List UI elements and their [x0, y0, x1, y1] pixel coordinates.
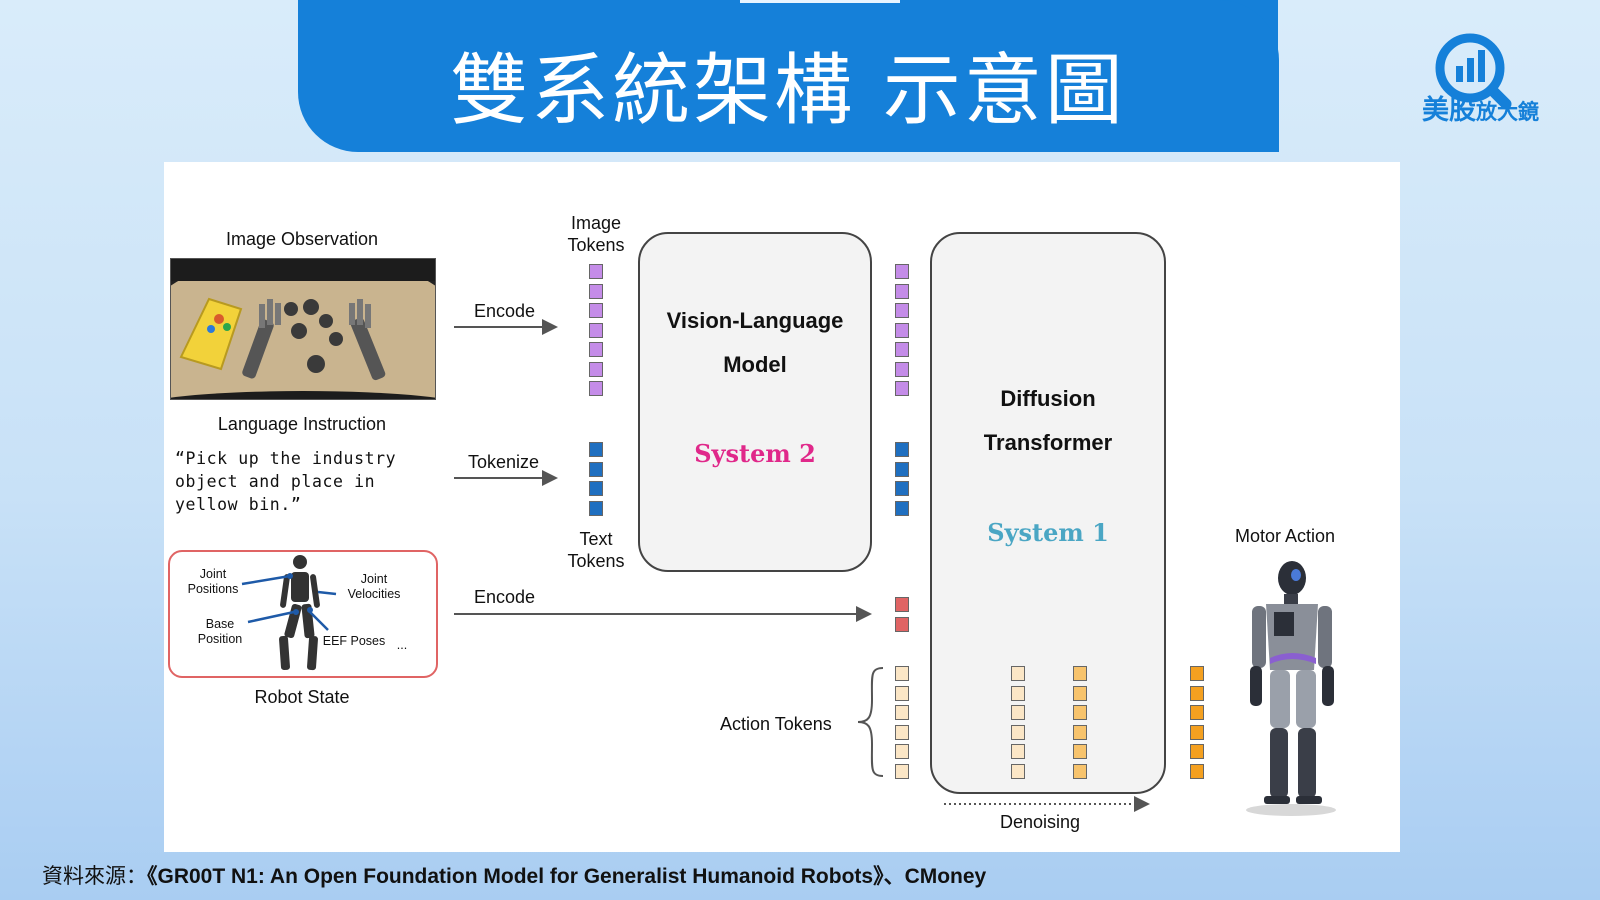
denoise-step-token — [1073, 685, 1087, 701]
vlm-output-image-token — [895, 361, 909, 377]
action-tokens-label: Action Tokens — [720, 714, 832, 734]
text-token — [589, 481, 603, 496]
image-observation-label: Image Observation — [225, 229, 379, 249]
action-token-noisy — [895, 763, 909, 779]
vlm-output-text-token — [895, 500, 909, 516]
denoise-step-token — [1073, 724, 1087, 740]
image-tokens-label: Image Tokens — [567, 213, 625, 255]
vlm-output-image-token — [895, 381, 909, 396]
denoise-step-token — [1011, 705, 1025, 720]
text-token — [589, 461, 603, 477]
vlm-output-image-token — [895, 264, 909, 279]
tokenize-label: Tokenize — [468, 452, 540, 472]
action-token-noisy — [895, 685, 909, 701]
denoise-step-token — [1011, 685, 1025, 701]
vlm-output-image-token — [895, 342, 909, 357]
joint-velocities-label: Joint Velocities — [347, 572, 401, 601]
vlm-output-text-token — [895, 461, 909, 477]
humanoid-robot-image — [1246, 561, 1336, 816]
action-token-noisy — [895, 666, 909, 681]
action-token-noisy — [895, 724, 909, 740]
brand-logo-text: 美股放大鏡 — [1422, 95, 1539, 126]
dit-title-line1: Diffusion — [1000, 386, 1096, 411]
text-tokens-label: Text Tokens — [567, 529, 625, 571]
image-token — [589, 283, 603, 299]
image-token — [589, 381, 603, 396]
action-token-noisy — [895, 744, 909, 759]
image-observation-photo — [170, 258, 436, 400]
vlm-title-line2: Model — [723, 352, 787, 377]
instruction-text: “Pick up the industry object and place i… — [175, 449, 397, 514]
vlm-title-line1: Vision-Language — [666, 308, 844, 333]
page-title: 雙系統架構 示意圖 — [450, 46, 1126, 136]
denoise-step-token — [1073, 763, 1087, 779]
denoise-step-token — [1011, 724, 1025, 740]
dit-title-line2: Transformer — [983, 430, 1113, 455]
vlm-output-text-token — [895, 481, 909, 496]
image-token — [589, 342, 603, 357]
motor-action-token — [1190, 724, 1204, 740]
base-position-label: Base Position — [197, 617, 243, 646]
encode-state-label: Encode — [474, 587, 536, 607]
vlm-output-text-token — [895, 442, 909, 457]
magnifier-chart-icon — [1435, 33, 1512, 110]
system1-label: System 1 — [987, 518, 1109, 547]
vlm-output-image-token — [895, 303, 909, 318]
text-token — [589, 442, 603, 457]
action-token-noisy — [895, 705, 909, 720]
system2-label: System 2 — [694, 439, 816, 468]
denoise-step-token — [1011, 744, 1025, 759]
denoise-step-token — [1011, 763, 1025, 779]
denoise-step-token — [1073, 666, 1087, 681]
eef-poses-label: EEF Poses — [322, 634, 386, 648]
image-token — [589, 264, 603, 279]
banner-accent-line — [740, 0, 900, 3]
denoise-step-token — [1073, 705, 1087, 720]
state-token — [895, 616, 909, 632]
motor-action-token — [1190, 685, 1204, 701]
denoise-step-token — [1073, 744, 1087, 759]
more-ellipsis: ... — [396, 638, 408, 652]
vlm-output-image-token — [895, 283, 909, 299]
motor-action-token — [1190, 744, 1204, 759]
source-citation: 資料來源：《GR00T N1: An Open Foundation Model… — [42, 864, 987, 888]
robot-state-label: Robot State — [254, 687, 350, 707]
vision-language-model-box: Vision-Language Model System 2 — [638, 232, 872, 572]
motor-action-token — [1190, 666, 1204, 681]
encode-image-label: Encode — [474, 301, 536, 321]
state-token — [895, 597, 909, 612]
denoise-step-token — [1011, 666, 1025, 681]
language-instruction-label: Language Instruction — [217, 414, 387, 434]
image-token — [589, 303, 603, 318]
joint-positions-label: Joint Positions — [187, 567, 239, 596]
image-token — [589, 322, 603, 338]
vlm-output-image-token — [895, 322, 909, 338]
motor-action-token — [1190, 705, 1204, 720]
text-token — [589, 500, 603, 516]
image-token — [589, 361, 603, 377]
motor-action-token — [1190, 763, 1204, 779]
motor-action-label: Motor Action — [1234, 526, 1336, 546]
robot-state-box — [168, 550, 438, 678]
title-banner — [298, 0, 1279, 152]
denoising-label: Denoising — [999, 812, 1081, 832]
diffusion-transformer-box: Diffusion Transformer System 1 — [930, 232, 1166, 794]
